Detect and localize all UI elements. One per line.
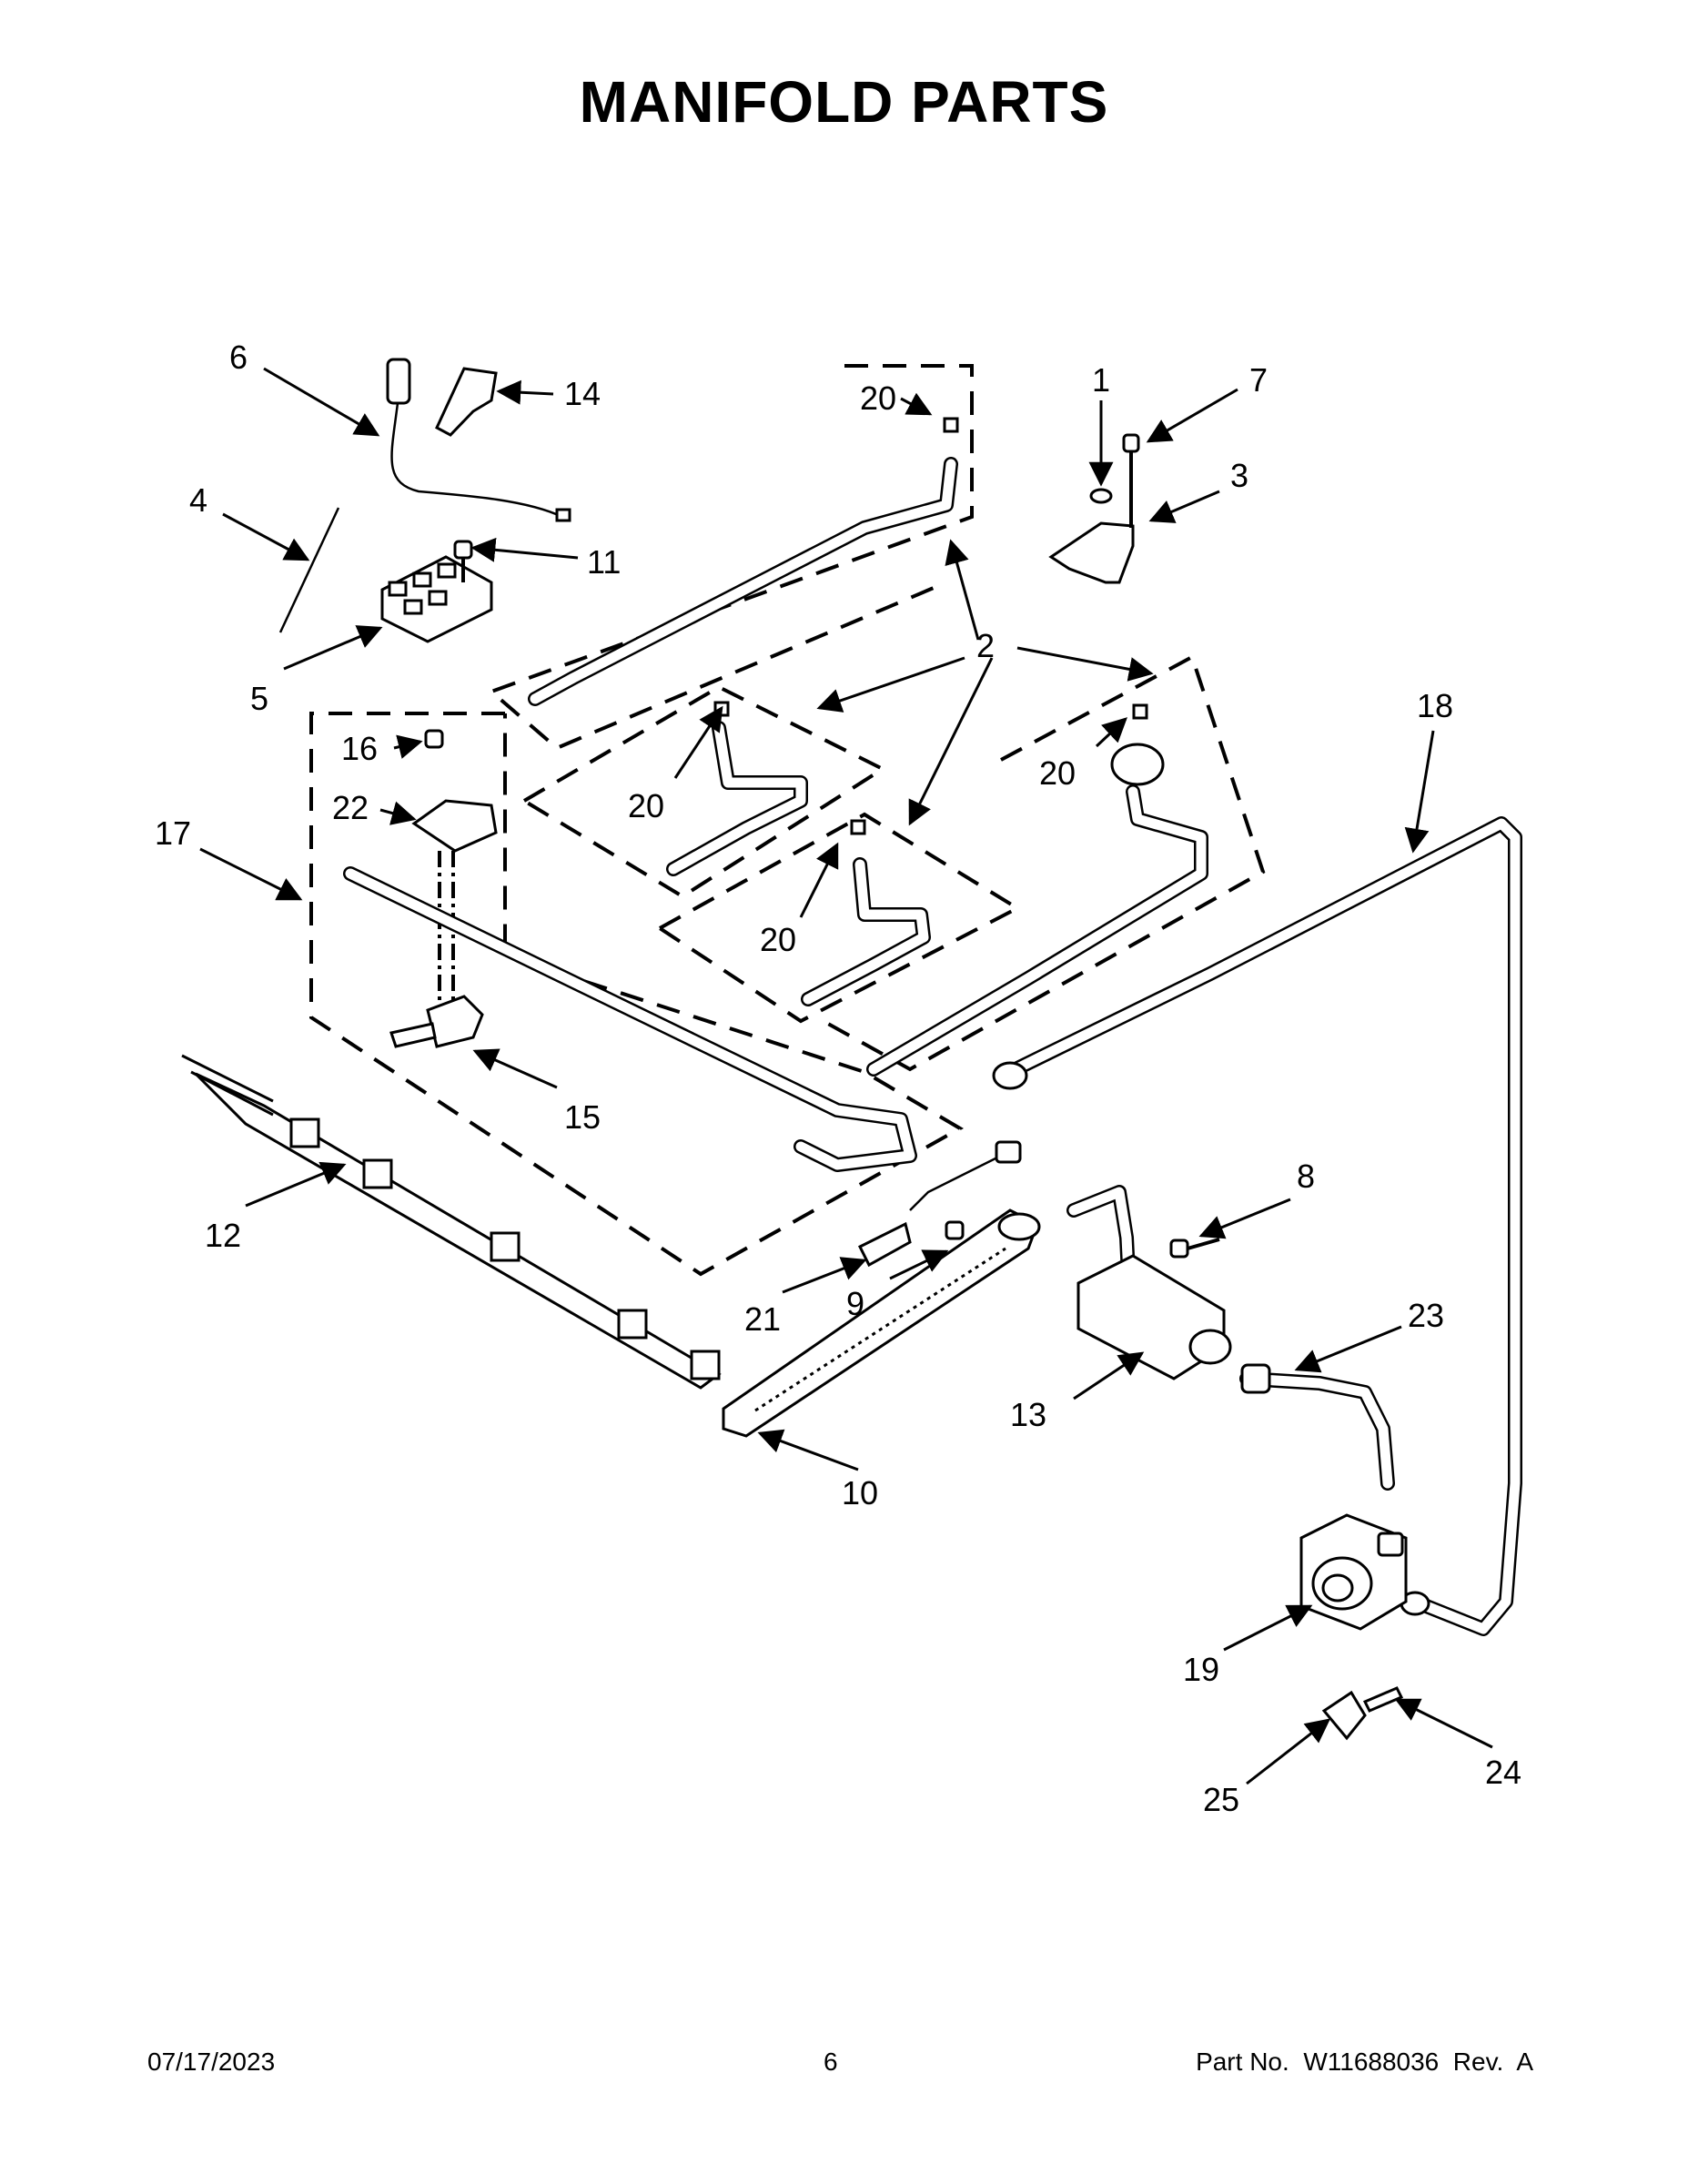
dashed-outline-burner-tube-left xyxy=(521,684,887,899)
burner-tube-right xyxy=(866,703,1208,1077)
callout-3: 3 xyxy=(1230,457,1248,494)
callout-21: 21 xyxy=(744,1300,781,1338)
spark-wire xyxy=(278,507,340,633)
callout-24: 24 xyxy=(1485,1754,1521,1791)
callout-1: 1 xyxy=(1092,361,1110,399)
igniter xyxy=(857,1140,1022,1268)
mounting-bracket xyxy=(1048,433,1140,584)
callout-20a: 20 xyxy=(860,379,896,417)
burner-tube-top xyxy=(528,417,959,706)
burner-tube-left xyxy=(666,701,808,876)
pressure-regulator xyxy=(1299,1513,1408,1631)
callout-18: 18 xyxy=(1417,687,1453,724)
footer-date: 07/17/2023 xyxy=(147,2048,276,2076)
footer-part-number: Part No. W11688036 Rev. A xyxy=(1196,2048,1533,2076)
callout-10: 10 xyxy=(842,1474,878,1512)
callout-4: 4 xyxy=(189,481,207,519)
callout-16: 16 xyxy=(341,730,378,767)
burner-tube-center xyxy=(801,819,931,1006)
callout-2: 2 xyxy=(976,627,995,664)
callout-20d: 20 xyxy=(1039,754,1076,792)
callout-7: 7 xyxy=(1249,361,1268,399)
callout-11: 11 xyxy=(587,543,621,581)
valve-assembly xyxy=(389,729,498,1048)
callout-20c: 20 xyxy=(760,921,796,958)
dashed-outline-burner-tube-center xyxy=(656,812,1022,1024)
footer-page-number: 6 xyxy=(824,2048,838,2076)
igniter-rail xyxy=(181,1054,722,1390)
dashed-outline-burner-tube-right xyxy=(827,654,1266,1072)
wire-harness xyxy=(386,358,571,522)
bracket-and-screw xyxy=(1321,1686,1404,1741)
callout-22: 22 xyxy=(332,789,369,826)
callout-5: 5 xyxy=(250,680,268,717)
callout-8: 8 xyxy=(1297,1158,1315,1195)
callout-9: 9 xyxy=(846,1285,864,1322)
callout-19: 19 xyxy=(1183,1651,1219,1688)
manifold-pipe xyxy=(343,866,917,1172)
callout-23: 23 xyxy=(1408,1297,1444,1334)
screw-8 xyxy=(1169,1238,1220,1259)
callout-labels: 1 2 3 4 5 6 7 8 9 10 11 12 13 14 15 16 1… xyxy=(155,339,1521,1818)
page-title: MANIFOLD PARTS xyxy=(579,69,1109,135)
safety-valve xyxy=(1066,1185,1232,1380)
callout-arrows xyxy=(199,367,1493,1785)
spark-module xyxy=(380,555,493,643)
callout-13: 13 xyxy=(1010,1396,1046,1433)
callout-25: 25 xyxy=(1203,1781,1239,1818)
callout-14: 14 xyxy=(564,375,601,412)
callout-15: 15 xyxy=(564,1098,601,1136)
callout-12: 12 xyxy=(205,1217,241,1254)
clip-part xyxy=(435,367,498,437)
supply-tube xyxy=(992,816,1522,1636)
callout-20b: 20 xyxy=(628,787,664,824)
callout-17: 17 xyxy=(155,814,191,852)
flex-tube xyxy=(1239,1363,1395,1491)
callout-6: 6 xyxy=(229,339,248,376)
oven-burner xyxy=(722,1208,1041,1438)
